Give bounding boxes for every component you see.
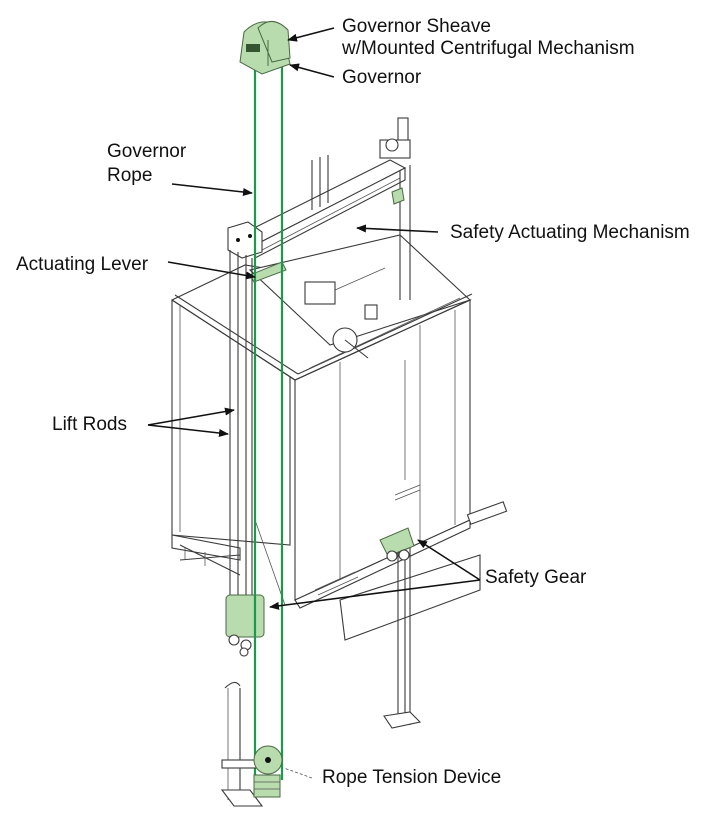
arrow-governor-rope	[171, 183, 253, 196]
crosshead-beam	[238, 159, 407, 246]
tension-bracket	[221, 759, 258, 769]
arrow-safety-gear-right	[417, 539, 481, 581]
label-governor-sheave: Governor Sheave	[342, 16, 491, 37]
actuating-lever-part	[249, 261, 287, 283]
governor-sheave	[257, 21, 291, 63]
label-rope-tension-device: Rope Tension Device	[322, 767, 502, 788]
tension-weight	[253, 774, 281, 798]
label-safety-actuating-mechanism: Safety Actuating Mechanism	[450, 222, 690, 243]
car-bottom-frame	[171, 534, 241, 561]
leader-rope-tension-device	[283, 767, 313, 779]
safety-gear-right	[379, 527, 422, 729]
crosshead-left-block	[227, 221, 263, 259]
arrow-safety-gear-left	[269, 579, 481, 610]
label-governor-rope-1: Governor	[107, 141, 187, 162]
label-lift-rods: Lift Rods	[52, 414, 127, 435]
arrow-lift-rod-2	[147, 424, 229, 437]
leader-arrows	[147, 27, 481, 779]
arrow-governor	[289, 63, 335, 78]
label-actuating-lever: Actuating Lever	[16, 254, 149, 275]
governor	[239, 21, 291, 75]
label-governor-sheave-sub: w/Mounted Centrifugal Mechanism	[342, 38, 635, 59]
arrow-lift-rod-1	[147, 407, 235, 426]
safety-actuating-mechanism-part	[391, 187, 405, 205]
rope-tension-device-assembly	[220, 681, 283, 807]
safety-gear-left	[225, 594, 265, 657]
label-governor-rope-2: Rope	[107, 165, 153, 186]
arrow-safety-actuating-mechanism	[356, 224, 439, 233]
lift-rods	[229, 250, 286, 606]
arrow-governor-sheave	[287, 27, 335, 42]
safety-gear-right-body	[379, 527, 415, 557]
rail-foot-plate	[383, 711, 422, 729]
governor-rope	[253, 62, 284, 780]
roof-box	[304, 281, 336, 305]
arrow-actuating-lever	[167, 261, 256, 280]
label-governor: Governor	[342, 67, 422, 88]
label-safety-gear: Safety Gear	[485, 567, 587, 588]
tension-foot-plate	[220, 789, 264, 807]
safety-gear-left-body	[225, 594, 265, 638]
right-floor-rail	[466, 501, 508, 525]
elevator-car	[170, 234, 508, 641]
